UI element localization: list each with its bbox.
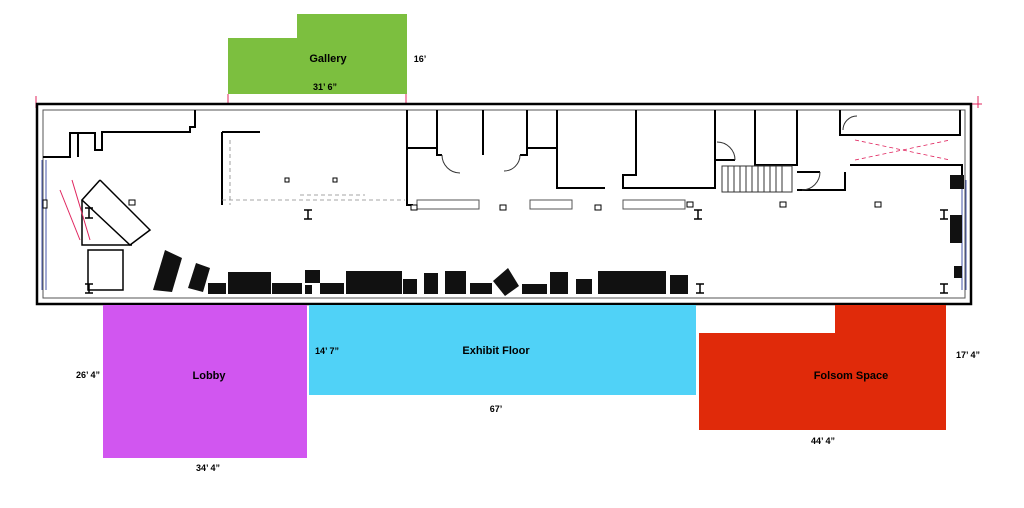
furniture xyxy=(153,175,964,296)
folsom-space-zone[interactable]: Folsom Space xyxy=(699,305,946,430)
building-floor-plan xyxy=(35,94,982,306)
gallery-depth-dimension: 16’ xyxy=(414,54,427,64)
lobby-label: Lobby xyxy=(193,370,227,382)
inner-wall-line xyxy=(42,109,966,299)
lobby-zone[interactable]: Lobby xyxy=(103,305,307,458)
top-rooms xyxy=(43,110,963,206)
gallery-width-dimension: 31’ 6” xyxy=(313,82,337,92)
gallery-label: Gallery xyxy=(309,53,347,65)
exhibit-floor-label: Exhibit Floor xyxy=(462,345,530,357)
lobby-width-dimension: 34’ 4” xyxy=(196,463,220,473)
posts xyxy=(42,177,882,211)
columns xyxy=(85,207,948,294)
folsom-space-width-dimension: 44’ 4” xyxy=(811,436,835,446)
gallery-zone[interactable]: Gallery xyxy=(228,14,407,94)
exhibit-floor-area xyxy=(309,305,696,395)
folsom-space-label: Folsom Space xyxy=(814,370,889,382)
folsom-space-area xyxy=(699,305,946,430)
gallery-area-upper xyxy=(297,14,407,38)
outer-wall xyxy=(35,102,973,306)
gallery-area xyxy=(228,38,407,94)
dashed-lines xyxy=(222,139,951,205)
lobby-depth-dimension: 26’ 4” xyxy=(76,370,100,380)
lobby-area xyxy=(103,305,307,458)
exhibit-floor-depth-dimension: 14’ 7” xyxy=(315,346,339,356)
counters xyxy=(416,199,686,210)
door-swings xyxy=(441,115,858,191)
exhibit-floor-zone[interactable]: Exhibit Floor xyxy=(309,305,696,395)
folsom-space-depth-dimension: 17’ 4” xyxy=(956,350,980,360)
exhibit-floor-width-dimension: 67’ xyxy=(490,404,503,414)
left-glass-wall xyxy=(41,160,47,290)
staircase xyxy=(721,165,793,193)
alignment-ticks xyxy=(35,94,982,108)
entry-vestibule xyxy=(59,179,152,291)
